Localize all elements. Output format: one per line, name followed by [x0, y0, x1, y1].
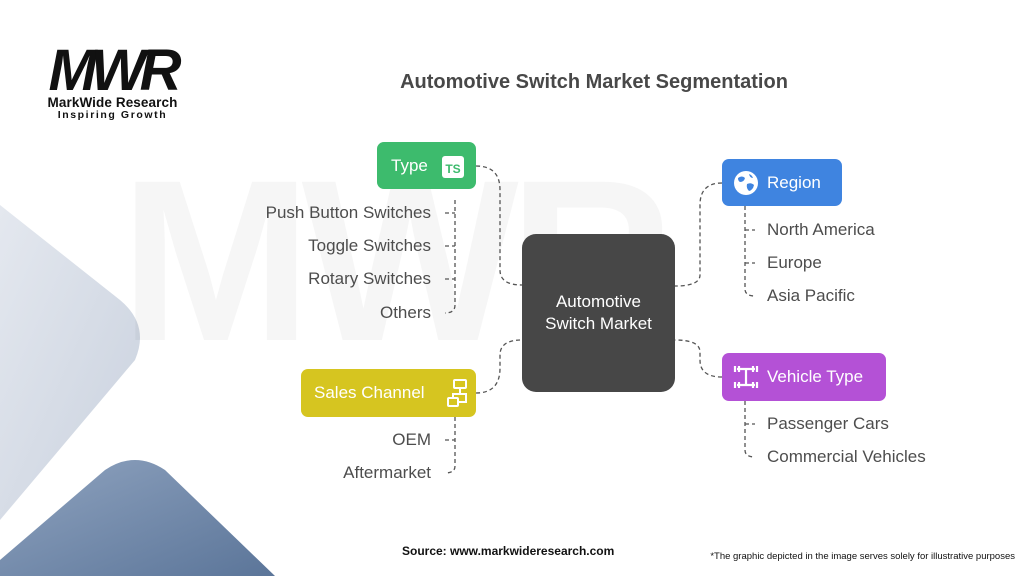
svg-text:MWR: MWR — [49, 40, 182, 95]
typescript-icon: TS — [441, 155, 465, 184]
segment-type-label: Type — [391, 156, 428, 175]
segment-sales-channel-label: Sales Channel — [314, 383, 425, 402]
list-item: Others — [379, 303, 431, 322]
brand-logo: MWR MarkWide Research Inspiring Growth — [30, 40, 195, 121]
segment-type: Type TS — [377, 142, 476, 189]
logo-mark-icon: MWR — [49, 40, 188, 95]
globe-icon — [732, 169, 760, 202]
segment-vehicle-type-label: Vehicle Type — [767, 367, 864, 386]
vehicle-frame-icon — [732, 364, 760, 395]
list-item: OEM — [392, 430, 431, 449]
list-item: Commercial Vehicles — [767, 447, 926, 466]
page-title: Automotive Switch Market Segmentation — [300, 71, 888, 94]
disclaimer-note: *The graphic depicted in the image serve… — [710, 551, 1015, 562]
segment-sales-channel: Sales Channel — [301, 369, 476, 417]
center-label: Automotive Switch Market — [545, 292, 652, 333]
brand-tagline: Inspiring Growth — [57, 109, 168, 121]
list-item: Asia Pacific — [767, 286, 855, 305]
list-item: Toggle Switches — [308, 236, 431, 255]
list-item: Aftermarket — [343, 463, 431, 482]
flowchart-icon — [446, 378, 470, 413]
list-item: Rotary Switches — [308, 269, 431, 288]
segment-region-label: Region — [767, 173, 821, 192]
segment-region: Region — [722, 159, 842, 206]
list-item: Push Button Switches — [265, 203, 431, 222]
list-item: Passenger Cars — [767, 414, 889, 433]
list-item: North America — [767, 220, 875, 239]
title-text: Automotive Switch Market Segmentation — [400, 71, 788, 93]
center-node: Automotive Switch Market — [522, 234, 675, 392]
source-note: Source: www.markwideresearch.com — [402, 544, 615, 558]
segment-vehicle-type: Vehicle Type — [722, 353, 886, 401]
brand-name: MarkWide Research — [47, 95, 178, 110]
list-item: Europe — [767, 253, 822, 272]
svg-text:TS: TS — [445, 162, 460, 176]
